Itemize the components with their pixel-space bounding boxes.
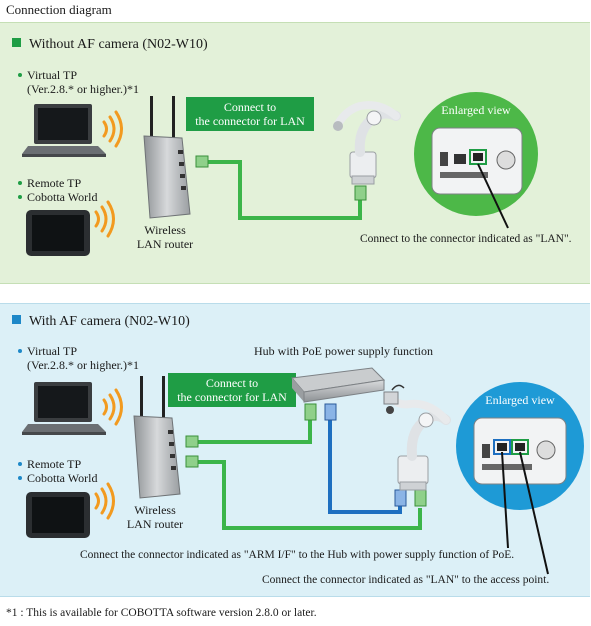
- poe-hub-icon: [291, 367, 386, 403]
- page-title: Connection diagram: [6, 2, 112, 17]
- section2-router-line2: LAN router: [126, 517, 184, 531]
- lan-cable: [195, 155, 367, 220]
- footnote: *1 : This is available for COBOTTA softw…: [6, 607, 317, 619]
- section1-cobotta-world-text: Cobotta World: [27, 190, 98, 204]
- section1-virtual-tp-label: Virtual TP (Ver.2.8.* or higher.)*1: [18, 68, 139, 96]
- cobotta-robot-af-camera-icon: [383, 384, 451, 491]
- section2-router-line1: Wireless: [134, 503, 176, 517]
- wireless-router-icon: [133, 376, 181, 499]
- section2-title-text: With AF camera (N02-W10): [29, 314, 190, 329]
- section1-router-line1: Wireless: [144, 223, 186, 237]
- bullet-icon: [18, 181, 22, 185]
- section2-virtual-tp-label: Virtual TP (Ver.2.8.* or higher.)*1: [18, 344, 139, 372]
- section1-remote-tp-label: Remote TP: [18, 176, 81, 190]
- section1-virtual-tp-text: Virtual TP: [27, 68, 78, 82]
- section2-remote-tp-label: Remote TP: [18, 457, 81, 471]
- wifi-waves-icon: [102, 388, 123, 426]
- section2-title: With AF camera (N02-W10): [12, 314, 190, 330]
- section1-remote-tp-text: Remote TP: [27, 176, 82, 190]
- section2-cobotta-world-label: Cobotta World: [18, 471, 97, 485]
- wifi-waves-icon: [94, 200, 115, 238]
- section2-note2: Connect the connector indicated as "LAN"…: [262, 574, 550, 586]
- section1-title: Without AF camera (N02-W10): [12, 37, 208, 53]
- section2-virtual-tp-text: Virtual TP: [27, 344, 78, 358]
- wifi-waves-icon: [94, 482, 115, 520]
- bullet-icon: [18, 195, 22, 199]
- section1-router-label: Wireless LAN router: [120, 223, 210, 251]
- bullet-icon: [18, 462, 22, 466]
- section1-router-line2: LAN router: [136, 237, 194, 251]
- poe-cable: [324, 403, 407, 514]
- section1-cobotta-world-label: Cobotta World: [18, 190, 97, 204]
- section2-remote-tp-text: Remote TP: [27, 457, 82, 471]
- section1-square-icon: [12, 38, 21, 47]
- laptop-icon: [22, 104, 106, 157]
- section1-callout-line2: the connector for LAN: [195, 114, 305, 128]
- section1-title-text: Without AF camera (N02-W10): [29, 37, 208, 52]
- tablet-icon: [26, 210, 90, 256]
- section1-callout: Connect to the connector for LAN: [186, 97, 314, 131]
- section2-virtual-tp-version: (Ver.2.8.* or higher.)*1: [27, 358, 139, 372]
- section1-enlarged-view-text: Enlarged view: [441, 103, 511, 117]
- section2-enlarged-view-text: Enlarged view: [485, 393, 555, 407]
- section2-callout-line2: the connector for LAN: [177, 390, 287, 404]
- enlarged-view-circle: Enlarged view: [456, 382, 584, 510]
- section2-router-label: Wireless LAN router: [110, 503, 200, 531]
- laptop-icon: [22, 382, 106, 435]
- bullet-icon: [18, 476, 22, 480]
- section2-hub-label: Hub with PoE power supply function: [254, 344, 433, 358]
- wifi-waves-icon: [102, 110, 123, 148]
- section1-note: Connect to the connector indicated as "L…: [360, 233, 572, 245]
- cobotta-robot-icon: [333, 101, 401, 185]
- section2-callout: Connect to the connector for LAN: [168, 373, 296, 407]
- tablet-icon: [26, 492, 90, 538]
- section2-square-icon: [12, 315, 21, 324]
- bullet-icon: [18, 73, 22, 77]
- section2-cobotta-world-text: Cobotta World: [27, 471, 98, 485]
- lan-cable: [185, 403, 427, 530]
- section1-virtual-tp-version: (Ver.2.8.* or higher.)*1: [27, 82, 139, 96]
- section1-callout-line1: Connect to: [223, 100, 277, 114]
- enlarged-view-circle: Enlarged view: [414, 92, 538, 216]
- section2-callout-line1: Connect to: [205, 376, 259, 390]
- section2-note1: Connect the connector indicated as "ARM …: [80, 549, 515, 561]
- wireless-router-icon: [143, 96, 191, 219]
- bullet-icon: [18, 349, 22, 353]
